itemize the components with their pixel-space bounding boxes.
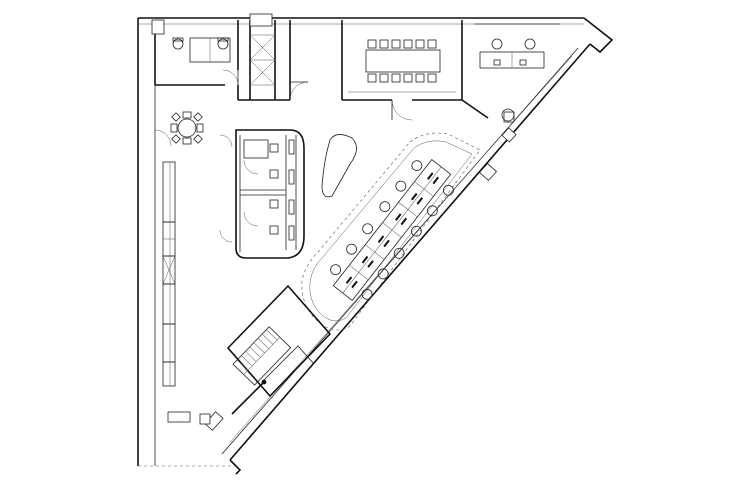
doors bbox=[154, 69, 413, 243]
column bbox=[501, 127, 517, 143]
shaft bbox=[249, 34, 276, 86]
open-office-zone bbox=[301, 132, 481, 331]
exterior-walls bbox=[137, 17, 614, 475]
lounge-table bbox=[170, 111, 204, 145]
column bbox=[478, 162, 498, 182]
restroom-core bbox=[235, 129, 305, 259]
north-partition-walls bbox=[151, 13, 515, 123]
organic-planter bbox=[321, 134, 357, 198]
stairwell bbox=[226, 284, 332, 415]
west-cabinets bbox=[162, 161, 211, 425]
meeting-table bbox=[365, 39, 441, 83]
desk-cluster bbox=[330, 159, 454, 301]
office-ne-furniture bbox=[475, 23, 560, 122]
office-nw-furniture bbox=[172, 37, 231, 63]
